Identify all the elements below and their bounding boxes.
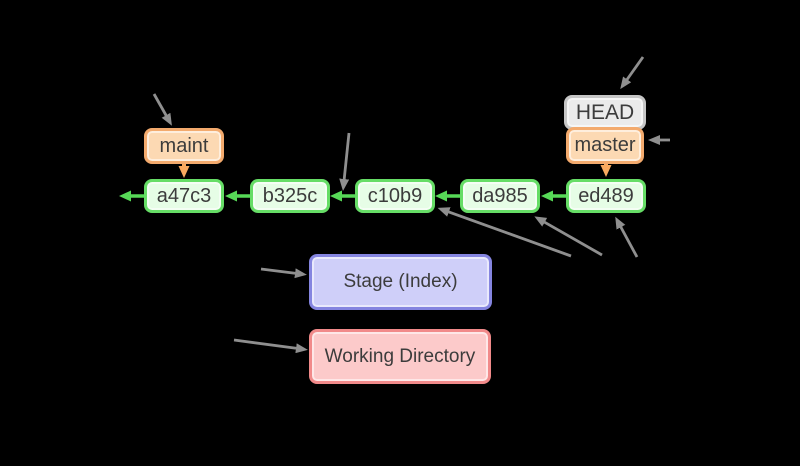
commit-node-ed489: ed489 <box>566 179 646 213</box>
stage-index-box: Stage (Index) <box>309 254 492 310</box>
master-branch-box: master <box>566 127 644 164</box>
working-directory-box: Working Directory <box>309 329 491 384</box>
commit-node-b325c: b325c <box>250 179 330 213</box>
maint-branch-box: maint <box>144 128 224 164</box>
pointer-arrow-to-commit-link <box>339 132 351 191</box>
commit-node-a47c3: a47c3 <box>144 179 224 213</box>
pointer-arrow-to-stage <box>260 267 307 279</box>
head-ref-box: HEAD <box>564 95 646 130</box>
pointer-arrow-to-c10b9 <box>437 207 572 258</box>
pointer-arrow-to-working-directory <box>233 338 308 354</box>
commit-node-da985: da985 <box>460 179 540 213</box>
pointer-arrow-to-head <box>620 56 645 90</box>
pointer-arrow-to-ed489 <box>615 216 639 258</box>
commit-node-c10b9: c10b9 <box>355 179 435 213</box>
pointer-arrow-to-da985 <box>534 216 603 257</box>
pointer-arrow-to-maint <box>152 93 172 126</box>
